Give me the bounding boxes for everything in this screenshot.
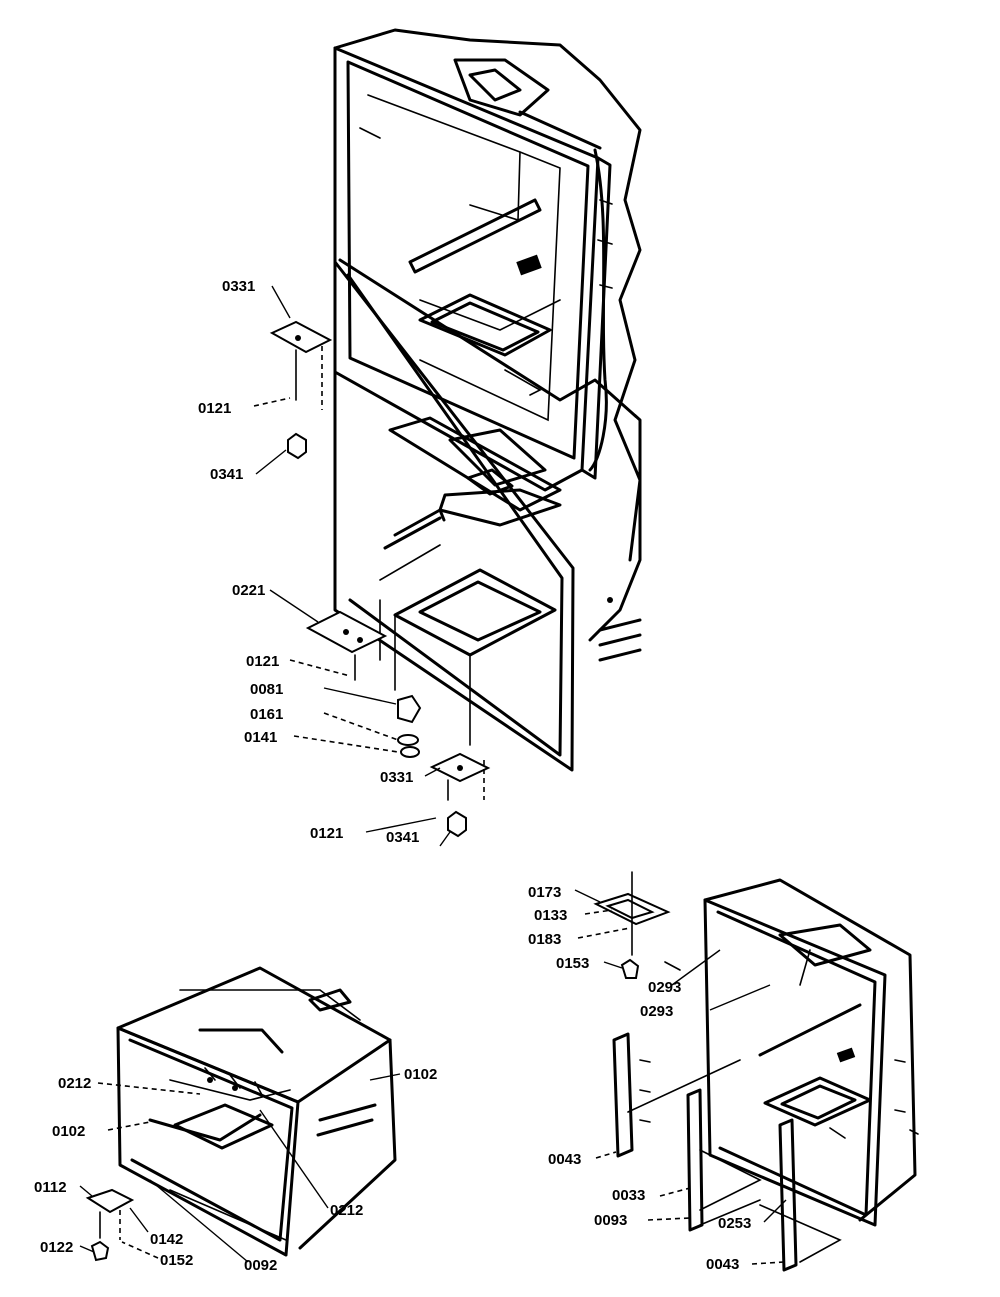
upper-liner-assembly <box>333 28 642 562</box>
label-0212-left: 0212 <box>58 1075 91 1092</box>
hinge-bracket-0331-upper <box>269 320 333 460</box>
label-0152: 0152 <box>160 1252 193 1269</box>
middle-liner-assembly <box>333 258 642 772</box>
label-0293-lower: 0293 <box>640 1003 673 1020</box>
hinge-parts-lower-left <box>85 1188 135 1262</box>
label-0121-lower: 0121 <box>310 825 343 842</box>
label-0212-bottom: 0212 <box>330 1202 363 1219</box>
label-0043-left: 0043 <box>548 1151 581 1168</box>
callout-leaders <box>79 285 787 1265</box>
label-0112: 0112 <box>34 1179 67 1196</box>
label-0122: 0122 <box>40 1239 73 1256</box>
door-seal-strips-right <box>612 1032 842 1272</box>
label-0142: 0142 <box>150 1231 183 1248</box>
label-0341-lower: 0341 <box>386 829 419 846</box>
lower-right-liner-assembly <box>703 878 919 1227</box>
label-0331-middle: 0331 <box>380 769 413 786</box>
label-0141: 0141 <box>244 729 277 746</box>
label-0173: 0173 <box>528 884 561 901</box>
label-0081: 0081 <box>250 681 283 698</box>
label-0153: 0153 <box>556 955 589 972</box>
label-0183: 0183 <box>528 931 561 948</box>
label-0121-middle: 0121 <box>246 653 279 670</box>
label-0161: 0161 <box>250 706 283 723</box>
hinge-parts-middle <box>305 610 491 838</box>
label-0102-left: 0102 <box>52 1123 85 1140</box>
label-0293-upper: 0293 <box>648 979 681 996</box>
label-0093: 0093 <box>594 1212 627 1229</box>
label-0253: 0253 <box>718 1215 751 1232</box>
label-0221: 0221 <box>232 582 265 599</box>
top-hinge-parts-right <box>593 871 681 979</box>
label-0331-upper: 0331 <box>222 278 255 295</box>
label-0102-right: 0102 <box>404 1066 437 1083</box>
callout-labels: 0331 0121 0341 0221 0121 0081 0161 0141 … <box>34 278 751 1274</box>
label-0133: 0133 <box>534 907 567 924</box>
label-0121-upper: 0121 <box>198 400 231 417</box>
label-0033: 0033 <box>612 1187 645 1204</box>
label-0341-upper: 0341 <box>210 466 243 483</box>
label-0043-bottom: 0043 <box>706 1256 739 1273</box>
label-0092: 0092 <box>244 1257 277 1274</box>
lower-left-liner-assembly <box>116 966 397 1257</box>
